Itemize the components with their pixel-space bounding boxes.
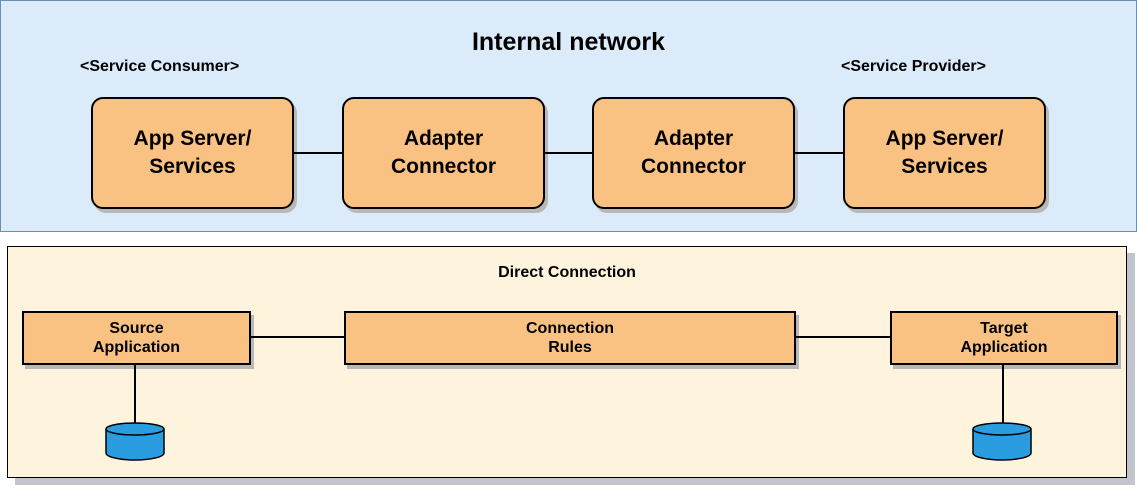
direct-connection-title: Direct Connection (498, 264, 636, 281)
consumer-app-server-box: App Server/ Services (91, 97, 294, 209)
target-application-box: Target Application (890, 311, 1118, 365)
database-icon (105, 422, 165, 461)
source-database-link (134, 365, 136, 425)
consumer-adapter-connector-box: Adapter Connector (342, 97, 545, 209)
connection-rules-box: Connection Rules (344, 311, 796, 365)
connector-line (545, 152, 594, 154)
database-icon (972, 422, 1032, 461)
source-application-box: Source Application (22, 311, 251, 365)
target-database-link (1002, 365, 1004, 425)
connector-line (294, 152, 343, 154)
provider-app-server-box: App Server/ Services (843, 97, 1046, 209)
service-provider-label: <Service Provider> (841, 58, 986, 75)
provider-adapter-connector-box: Adapter Connector (592, 97, 795, 209)
internal-network-title: Internal network (471, 28, 666, 56)
service-consumer-label: <Service Consumer> (80, 58, 240, 75)
connector-line (796, 336, 891, 338)
connector-line (251, 336, 345, 338)
connector-line (795, 152, 844, 154)
